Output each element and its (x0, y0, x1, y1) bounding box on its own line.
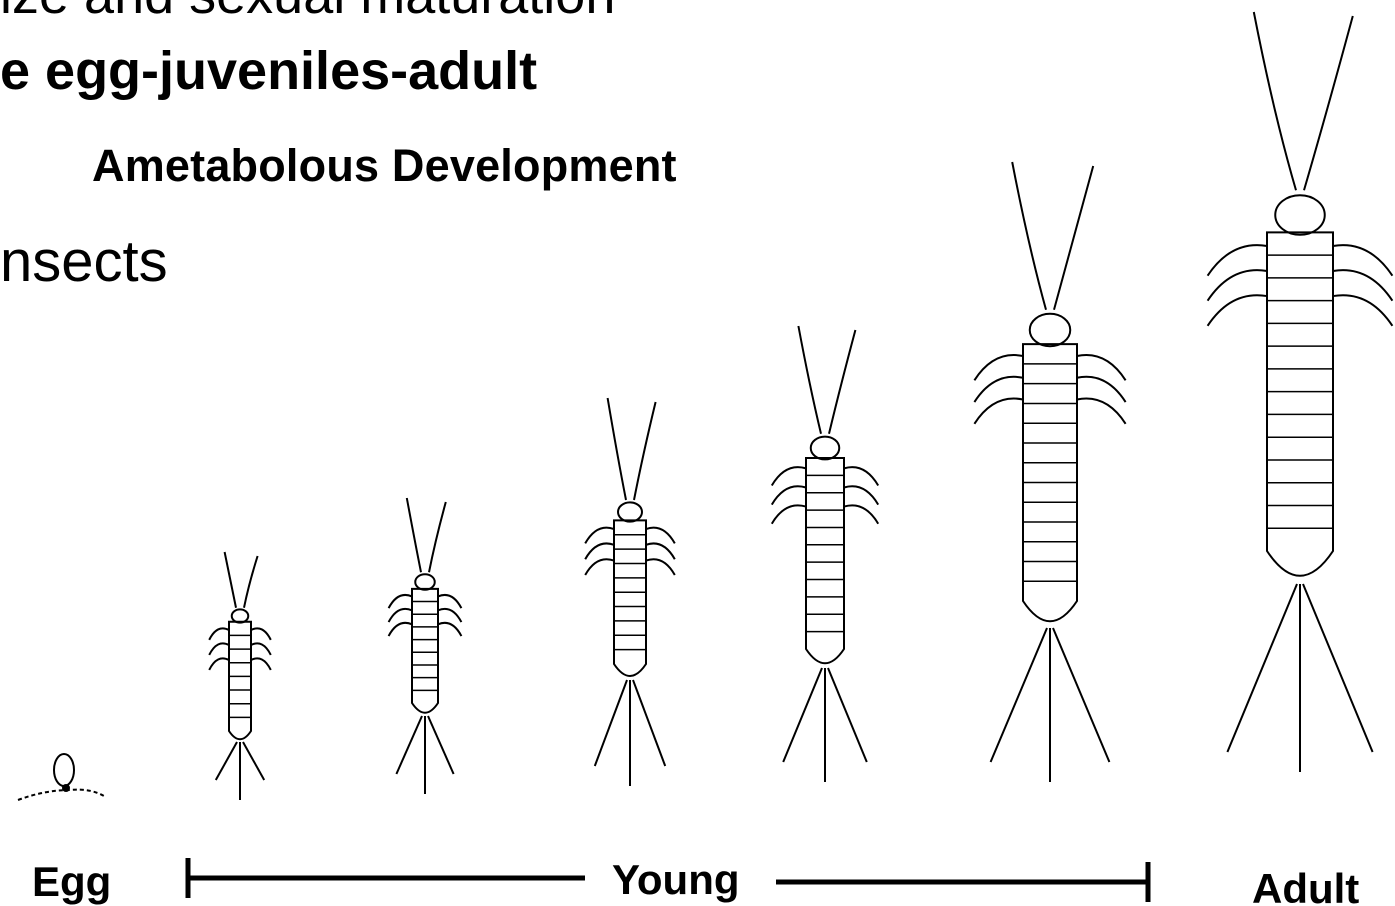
egg-illustration (18, 754, 104, 800)
insect-figure (1208, 12, 1393, 772)
insect-figure (389, 498, 462, 794)
insect-series (209, 12, 1392, 800)
insect-figure (585, 398, 675, 786)
insect-figure (209, 552, 271, 800)
insect-figure (974, 162, 1125, 782)
stage-label-egg: Egg (32, 858, 111, 905)
stage-label-adult: Adult (1252, 865, 1359, 906)
insect-figure (772, 326, 878, 782)
stage-label-young: Young (612, 856, 740, 903)
